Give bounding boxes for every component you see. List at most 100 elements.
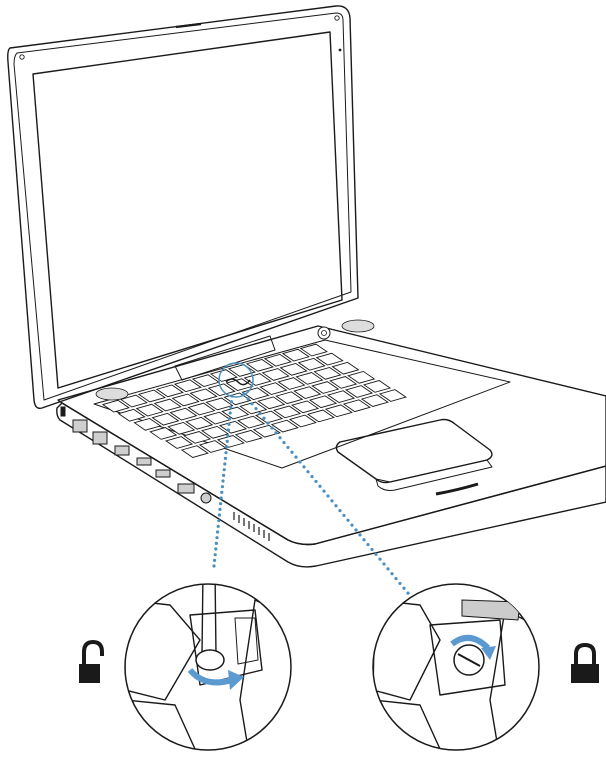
- callout-dot: [216, 530, 219, 533]
- callout-dot: [290, 451, 293, 454]
- callout-dot: [390, 572, 393, 575]
- callout-dot: [318, 485, 321, 488]
- callout-dot: [223, 468, 226, 471]
- callout-dot: [402, 587, 405, 590]
- usb-port-1: [137, 458, 151, 465]
- callout-dot: [322, 490, 325, 493]
- callout-dot: [342, 514, 345, 517]
- display-screw-right: [335, 16, 339, 20]
- callout-dot: [370, 548, 373, 551]
- display-screen: [33, 32, 342, 388]
- callout-dot: [224, 451, 227, 454]
- callout-dot: [358, 533, 361, 536]
- callout-dot: [294, 456, 297, 459]
- callout-dot: [221, 479, 224, 482]
- modem-port: [93, 432, 107, 444]
- callout-dot: [250, 402, 253, 405]
- callout-dot: [306, 470, 309, 473]
- callout-dot: [221, 485, 224, 488]
- display-inner-bezel: [14, 13, 351, 400]
- callout-dot: [224, 457, 227, 460]
- callout-dot: [326, 494, 329, 497]
- callout-dot: [274, 431, 277, 434]
- callout-dot: [406, 592, 409, 595]
- callout-dot: [262, 417, 265, 420]
- speaker-right: [342, 320, 374, 332]
- callout-dot: [394, 577, 397, 580]
- callout-dot: [334, 504, 337, 507]
- vent-grille: [234, 512, 269, 541]
- base-front-face: [57, 403, 606, 567]
- ethernet-port: [73, 420, 87, 432]
- callout-dot: [286, 446, 289, 449]
- callout-dot: [366, 543, 369, 546]
- callout-dot: [217, 525, 220, 528]
- callout-dot: [220, 496, 223, 499]
- locked-padlock-icon: [571, 645, 599, 683]
- callout-dot: [220, 491, 223, 494]
- callout-dot: [374, 553, 377, 556]
- callout-dot: [382, 562, 385, 565]
- front-latch: [436, 484, 478, 494]
- video-port: [178, 484, 194, 493]
- audio-port: [201, 493, 211, 503]
- callout-dot: [230, 394, 233, 397]
- callout-dot: [282, 441, 285, 444]
- callout-dot: [330, 499, 333, 502]
- firewire-port: [115, 446, 129, 455]
- callout-dot: [222, 474, 225, 477]
- callout-dot: [354, 528, 357, 531]
- screw-head: [196, 650, 224, 670]
- callout-dot: [350, 524, 353, 527]
- sleep-light: [339, 49, 342, 52]
- callout-dot: [214, 553, 217, 556]
- callout-dot: [362, 538, 365, 541]
- callout-dot: [298, 460, 301, 463]
- detail-unlock: [79, 570, 300, 760]
- callout-dot: [278, 436, 281, 439]
- callout-dot: [338, 509, 341, 512]
- callout-dot: [223, 462, 226, 465]
- callout-dot: [225, 445, 228, 448]
- callout-dot: [386, 567, 389, 570]
- callout-dot: [270, 426, 273, 429]
- callout-dot: [346, 519, 349, 522]
- callout-dot: [226, 434, 229, 437]
- usb-port-2: [156, 470, 170, 477]
- callout-dot: [378, 558, 381, 561]
- speaker-left: [96, 388, 128, 400]
- trackpad: [336, 420, 492, 483]
- callout-dot: [254, 407, 257, 410]
- callout-dot: [266, 422, 269, 425]
- callout-dot: [246, 397, 249, 400]
- callout-dots-right: [242, 392, 413, 599]
- callout-dot: [229, 411, 232, 414]
- callout-dot: [214, 547, 217, 550]
- callout-dot: [314, 480, 317, 483]
- unlocked-padlock-icon: [79, 642, 102, 683]
- callout-dot: [310, 475, 313, 478]
- callout-dot: [218, 513, 221, 516]
- detail-lock: [373, 584, 599, 760]
- callout-dot: [215, 536, 218, 539]
- callout-dot: [215, 542, 218, 545]
- callout-dot: [226, 440, 229, 443]
- display-latch: [176, 24, 201, 27]
- keyboard-keys: [103, 344, 406, 457]
- callout-dot: [302, 465, 305, 468]
- callout-dot: [230, 400, 233, 403]
- callout-dot: [398, 582, 401, 585]
- callout-dot: [227, 423, 230, 426]
- callout-dot: [217, 519, 220, 522]
- callout-dot: [219, 502, 222, 505]
- power-button: [318, 327, 330, 339]
- callout-dot: [258, 412, 261, 415]
- callout-dot: [227, 428, 230, 431]
- callout-dot: [212, 564, 215, 567]
- latch-tab: [462, 600, 520, 620]
- callout-dot: [228, 417, 231, 420]
- callout-dot: [218, 508, 221, 511]
- callout-dot: [213, 559, 216, 562]
- callout-dot: [229, 406, 232, 409]
